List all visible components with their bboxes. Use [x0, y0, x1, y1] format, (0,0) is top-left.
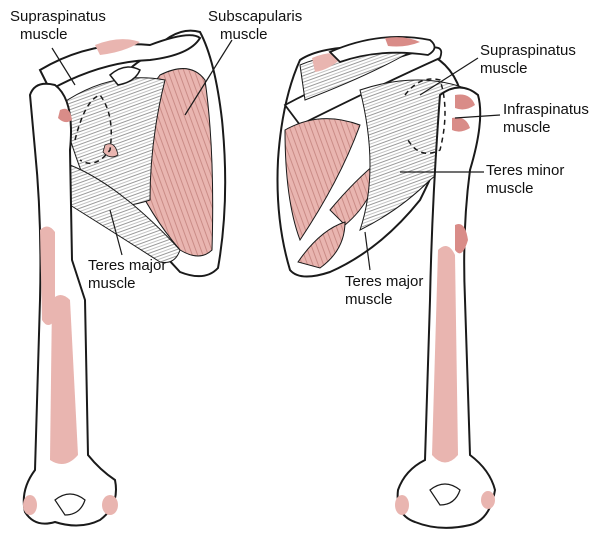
- label-supraspinatus-right: Supraspinatus muscle: [480, 42, 576, 78]
- label-line: muscle: [20, 26, 68, 43]
- label-line: Supraspinatus: [480, 42, 576, 59]
- leader-supraspinatus-left: [51, 47, 76, 86]
- tendon-insertion-spot: [58, 108, 72, 123]
- humerus-shaft-pink: [50, 295, 78, 464]
- distal-humerus-condyle: [54, 493, 86, 516]
- leader-supraspinatus-right: [419, 57, 479, 96]
- label-teres-major-left: Teres major muscle: [88, 257, 166, 293]
- label-teres-minor: Teres minor muscle: [486, 162, 564, 198]
- anterior-view: [22, 29, 233, 527]
- acromion-pink: [385, 37, 420, 47]
- infraspinatus-muscle: [284, 118, 361, 242]
- label-line: muscle: [480, 60, 528, 77]
- greater-tubercle-pink-lower: [452, 117, 470, 132]
- label-teres-major-right: Teres major muscle: [345, 273, 423, 309]
- label-supraspinatus-left: Supraspinatus muscle: [10, 8, 106, 44]
- label-line: muscle: [220, 26, 268, 43]
- greater-tubercle-pink: [455, 94, 475, 110]
- joint-capsule-dashed: [74, 94, 112, 165]
- teres-major-left-muscle: [69, 164, 181, 263]
- olecranon-pink-right: [481, 491, 495, 509]
- coracoid-process: [108, 66, 141, 86]
- label-line: Subscapularis: [208, 8, 303, 25]
- olecranon-fossa: [429, 483, 461, 506]
- label-infraspinatus: Infraspinatus muscle: [503, 101, 589, 137]
- label-line: muscle: [486, 180, 534, 197]
- deltoid-tuberosity-pink: [455, 224, 468, 254]
- leader-teres-major-right: [364, 231, 371, 271]
- label-line: muscle: [345, 291, 393, 308]
- olecranon-pink-left: [395, 495, 409, 515]
- clavicle-pink-patch: [95, 39, 140, 55]
- leader-teres-major-left: [109, 209, 123, 256]
- epicondyle-pink-right: [102, 495, 118, 515]
- humerus-posterior-shaft-pink: [432, 246, 458, 463]
- posterior-view: [276, 36, 501, 529]
- label-line: Supraspinatus: [10, 8, 106, 25]
- leader-infraspinatus: [454, 114, 501, 119]
- humerus-head-pink: [40, 226, 55, 325]
- epicondyle-pink-left: [23, 495, 37, 515]
- teres-major-right-muscle: [297, 221, 346, 269]
- label-line: muscle: [88, 275, 136, 292]
- label-line: Teres minor: [486, 162, 565, 179]
- label-line: Infraspinatus: [503, 101, 589, 118]
- label-line: Teres major: [345, 273, 424, 290]
- label-subscapularis: Subscapularis muscle: [208, 8, 302, 44]
- label-line: muscle: [503, 119, 551, 136]
- leader-subscapularis: [184, 39, 233, 116]
- joint-capsule-dashed-posterior: [404, 78, 446, 155]
- label-line: Teres major: [88, 257, 167, 274]
